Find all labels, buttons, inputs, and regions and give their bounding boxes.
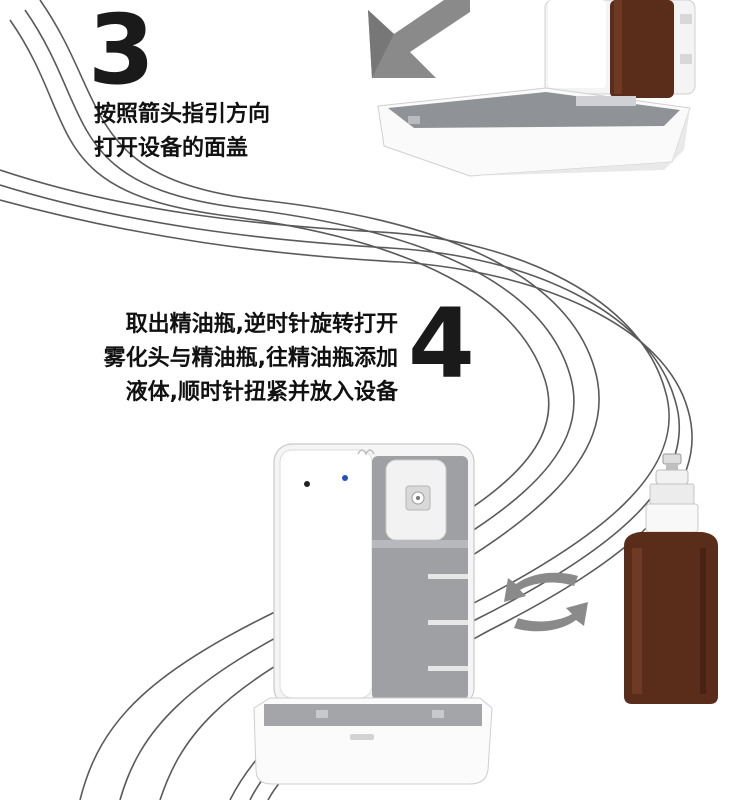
essential-oil-bottle	[624, 453, 718, 704]
step4-number: 4	[408, 288, 475, 400]
step4-instruction-line-3: 液体,顺时针扭紧并放入设备	[125, 380, 398, 405]
step3-instruction-line-1: 按照箭头指引方向	[94, 102, 271, 127]
rotate-arrows-icon	[504, 572, 588, 632]
step3-number: 3	[88, 0, 155, 106]
step4-instruction-line-2: 雾化头与精油瓶,往精油瓶添加	[103, 346, 398, 371]
down-left-arrow-icon	[368, 0, 470, 78]
step3-instruction: 按照箭头指引方向 打开设备的面盖	[94, 98, 270, 166]
step3-instruction-line-2: 打开设备的面盖	[94, 136, 249, 161]
step4-instruction-line-1: 取出精油瓶,逆时针旋转打开	[125, 312, 398, 337]
step4-instruction: 取出精油瓶,逆时针旋转打开 雾化头与精油瓶,往精油瓶添加 液体,顺时针扭紧并放入…	[20, 308, 398, 410]
